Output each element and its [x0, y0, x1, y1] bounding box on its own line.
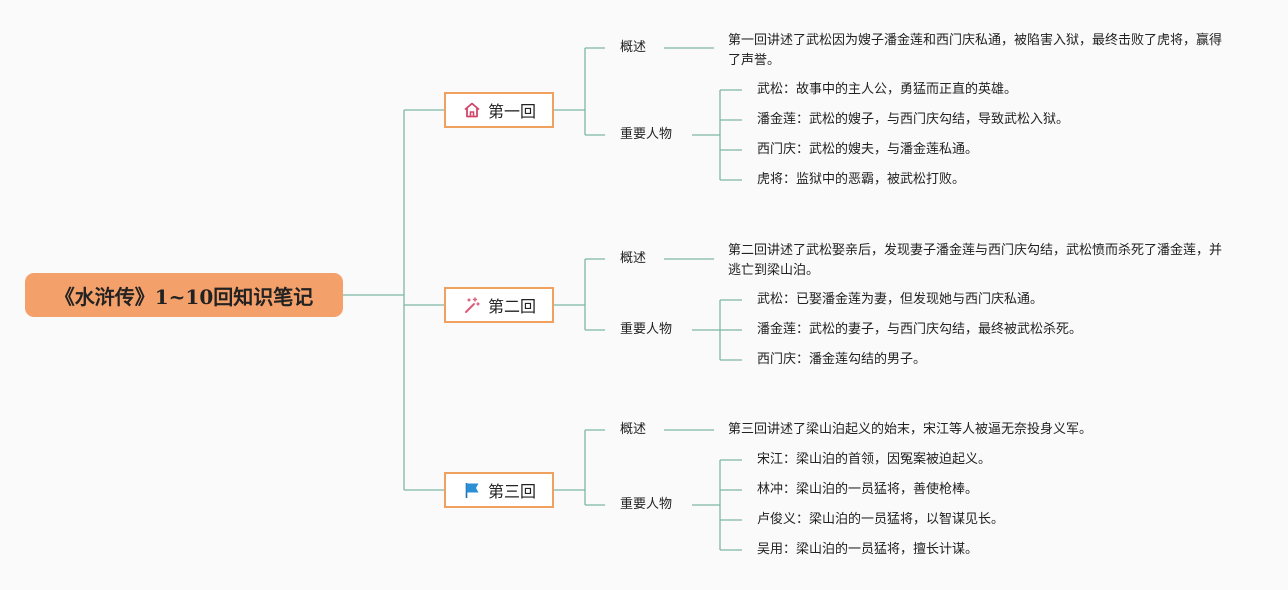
- chapter-1-summary[interactable]: 第一回讲述了武松因为嫂子潘金莲和西门庆私通，被陷害入狱，最终击败了虎将，赢得了声…: [728, 33, 1223, 68]
- chapter-3-person-3[interactable]: 卢俊义：梁山泊的一员猛将，以智谋见长。: [757, 512, 1005, 527]
- chapter-2-people-label[interactable]: 重要人物: [620, 322, 673, 337]
- chapter-2-person-1[interactable]: 武松：已娶潘金莲为妻，但发现她与西门庆私通。: [757, 292, 1044, 307]
- chapter-2-summary[interactable]: 第二回讲述了武松娶亲后，发现妻子潘金莲与西门庆勾结，武松愤而杀死了潘金莲，并逃亡…: [728, 243, 1223, 278]
- magic-wand-icon: [462, 295, 482, 315]
- chapter-3-person-2[interactable]: 林冲：梁山泊的一员猛将，善使枪棒。: [757, 482, 979, 497]
- chapter-1-person-1[interactable]: 武松：故事中的主人公，勇猛而正直的英雄。: [757, 82, 1018, 97]
- chapter-3-topic[interactable]: 第三回: [444, 472, 554, 508]
- chapter-2-topic[interactable]: 第二回: [444, 287, 554, 323]
- chapter-2-person-3[interactable]: 西门庆：潘金莲勾结的男子。: [757, 352, 927, 367]
- chapter-3-summary[interactable]: 第三回讲述了梁山泊起义的始末，宋江等人被逼无奈投身义军。: [728, 422, 1093, 437]
- chapter-1-people-label[interactable]: 重要人物: [620, 127, 673, 142]
- chapter-1-person-4[interactable]: 虎将：监狱中的恶霸，被武松打败。: [757, 172, 966, 187]
- chapter-3-people-label[interactable]: 重要人物: [620, 497, 673, 512]
- chapter-3-person-4[interactable]: 吴用：梁山泊的一员猛将，擅长计谋。: [757, 542, 979, 557]
- chapter-2-summary-label[interactable]: 概述: [620, 251, 647, 266]
- chapter-2-person-2[interactable]: 潘金莲：武松的妻子，与西门庆勾结，最终被武松杀死。: [757, 322, 1083, 337]
- chapter-1-person-2[interactable]: 潘金莲：武松的嫂子，与西门庆勾结，导致武松入狱。: [757, 112, 1070, 127]
- root-topic[interactable]: 《水浒传》1~10回知识笔记: [25, 273, 343, 317]
- chapter-3-summary-label[interactable]: 概述: [620, 422, 647, 437]
- chapter-1-label: 第一回: [487, 102, 536, 121]
- chapter-1-topic[interactable]: 第一回: [444, 92, 554, 128]
- chapter-2-label: 第二回: [487, 297, 536, 316]
- chapter-1-person-3[interactable]: 西门庆：武松的嫂夫，与潘金莲私通。: [757, 142, 979, 157]
- chapter-3-label: 第三回: [487, 482, 536, 501]
- chapter-1-summary-label[interactable]: 概述: [620, 40, 647, 55]
- home-icon: [462, 100, 482, 120]
- chapter-3-person-1[interactable]: 宋江：梁山泊的首领，因冤案被迫起义。: [757, 452, 992, 467]
- flag-icon: [462, 480, 482, 500]
